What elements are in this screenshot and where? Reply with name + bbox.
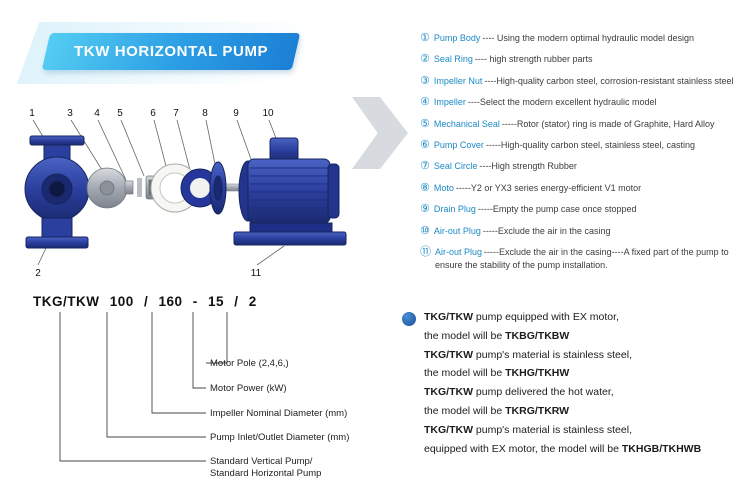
motor (233, 137, 347, 246)
part-item-6: ⑥ Pump Cover-----High-quality carbon ste… (420, 137, 695, 151)
code-label-impeller-diameter: Impeller Nominal Diameter (mm) (210, 408, 347, 419)
circled-number-icon: ⑧ (420, 180, 430, 194)
circled-number-icon: ⑥ (420, 137, 430, 151)
part-item-9: ⑨ Drain Plug-----Empty the pump case onc… (420, 202, 637, 216)
model-variant-notes: TKG/TKW pump equipped with EX motor, the… (424, 308, 754, 458)
pump-exploded-diagram: 1 3 4 5 6 7 8 9 10 2 11 (24, 108, 347, 279)
bullet-dot-icon (402, 312, 416, 326)
part-label-10: 10 (262, 108, 274, 119)
circled-number-icon: ⑨ (420, 202, 430, 216)
circled-number-icon: ② (420, 52, 430, 66)
note-line-5: TKG/TKW pump delivered the hot water, (424, 386, 614, 399)
impeller (86, 167, 128, 209)
part-item-5: ⑤ Mechanical Seal-----Rotor (stator) rin… (420, 116, 715, 130)
note-line-7: TKG/TKW pump's material is stainless ste… (424, 423, 632, 436)
part-item-2: ② Seal Ring---- high strength rubber par… (420, 52, 593, 66)
part-item-8: ⑧ Moto-----Y2 or YX3 series energy-effic… (420, 180, 642, 194)
part-item-4: ④ Impeller----Select the modern excellen… (420, 95, 657, 109)
circled-number-icon: ④ (420, 95, 430, 109)
washer (137, 178, 142, 197)
title-banner: TKW HORIZONTAL PUMP (41, 33, 301, 70)
part-label-3: 3 (67, 108, 73, 119)
model-code: TKG/TKW 100 / 160 - 15 / 2 (33, 294, 257, 309)
note-line-2: the model will be TKBG/TKBW (424, 329, 570, 342)
note-line-3: TKG/TKW pump's material is stainless ste… (424, 348, 632, 361)
part-label-9: 9 (233, 108, 239, 119)
impeller-nut (124, 180, 134, 195)
part-item-10: ⑩ Air-out Plug-----Exclude the air in th… (420, 223, 611, 237)
part-label-6: 6 (150, 108, 156, 119)
code-label-motor-power: Motor Power (kW) (210, 383, 287, 394)
parts-list: ① Pump Body---- Using the modern optimal… (420, 31, 754, 280)
code-label-motor-pole: Motor Pole (2,4,6,) (210, 358, 289, 369)
pump-body (24, 135, 90, 249)
note-line-1: TKG/TKW pump equipped with EX motor, (424, 311, 619, 323)
code-label-inlet-outlet: Pump Inlet/Outlet Diameter (mm) (210, 432, 349, 443)
part-label-2: 2 (35, 268, 41, 279)
note-line-8: equipped with EX motor, the model will b… (424, 442, 702, 455)
code-label-pump-type-line2: Standard Horizontal Pump (210, 468, 321, 479)
circled-number-icon: ① (420, 31, 430, 44)
model-code-breakdown: Motor Pole (2,4,6,) Motor Power (kW) Imp… (59, 312, 349, 479)
note-line-4: the model will be TKHG/TKHW (424, 367, 570, 380)
note-line-6: the model will be TKRG/TKRW (424, 404, 570, 417)
circled-number-icon: ⑩ (420, 223, 430, 237)
part-label-4: 4 (94, 108, 100, 119)
part-label-7: 7 (173, 108, 179, 119)
seal-circle (180, 168, 220, 208)
circled-number-icon: ⑪ (420, 244, 431, 258)
circled-number-icon: ③ (420, 73, 430, 87)
part-item-7: ⑦ Seal Circle----High strength Rubber (420, 159, 577, 173)
part-item-11: ⑪ Air-out Plug-----Exclude the air in th… (420, 244, 729, 270)
code-label-pump-type-line1: Standard Vertical Pump/ (210, 456, 313, 467)
pump-cover (209, 161, 227, 215)
part-item-1: ① Pump Body---- Using the modern optimal… (420, 31, 694, 44)
part-item-3: ③ Impeller Nut----High-quality carbon st… (420, 73, 734, 87)
part-label-1: 1 (29, 108, 35, 119)
code-connector-lines (59, 312, 228, 462)
circled-number-icon: ⑦ (420, 159, 430, 173)
page-title: TKW HORIZONTAL PUMP (73, 43, 269, 60)
part-label-8: 8 (202, 108, 208, 119)
part-label-11: 11 (251, 268, 262, 279)
part-label-5: 5 (117, 108, 123, 119)
circled-number-icon: ⑤ (420, 116, 430, 130)
